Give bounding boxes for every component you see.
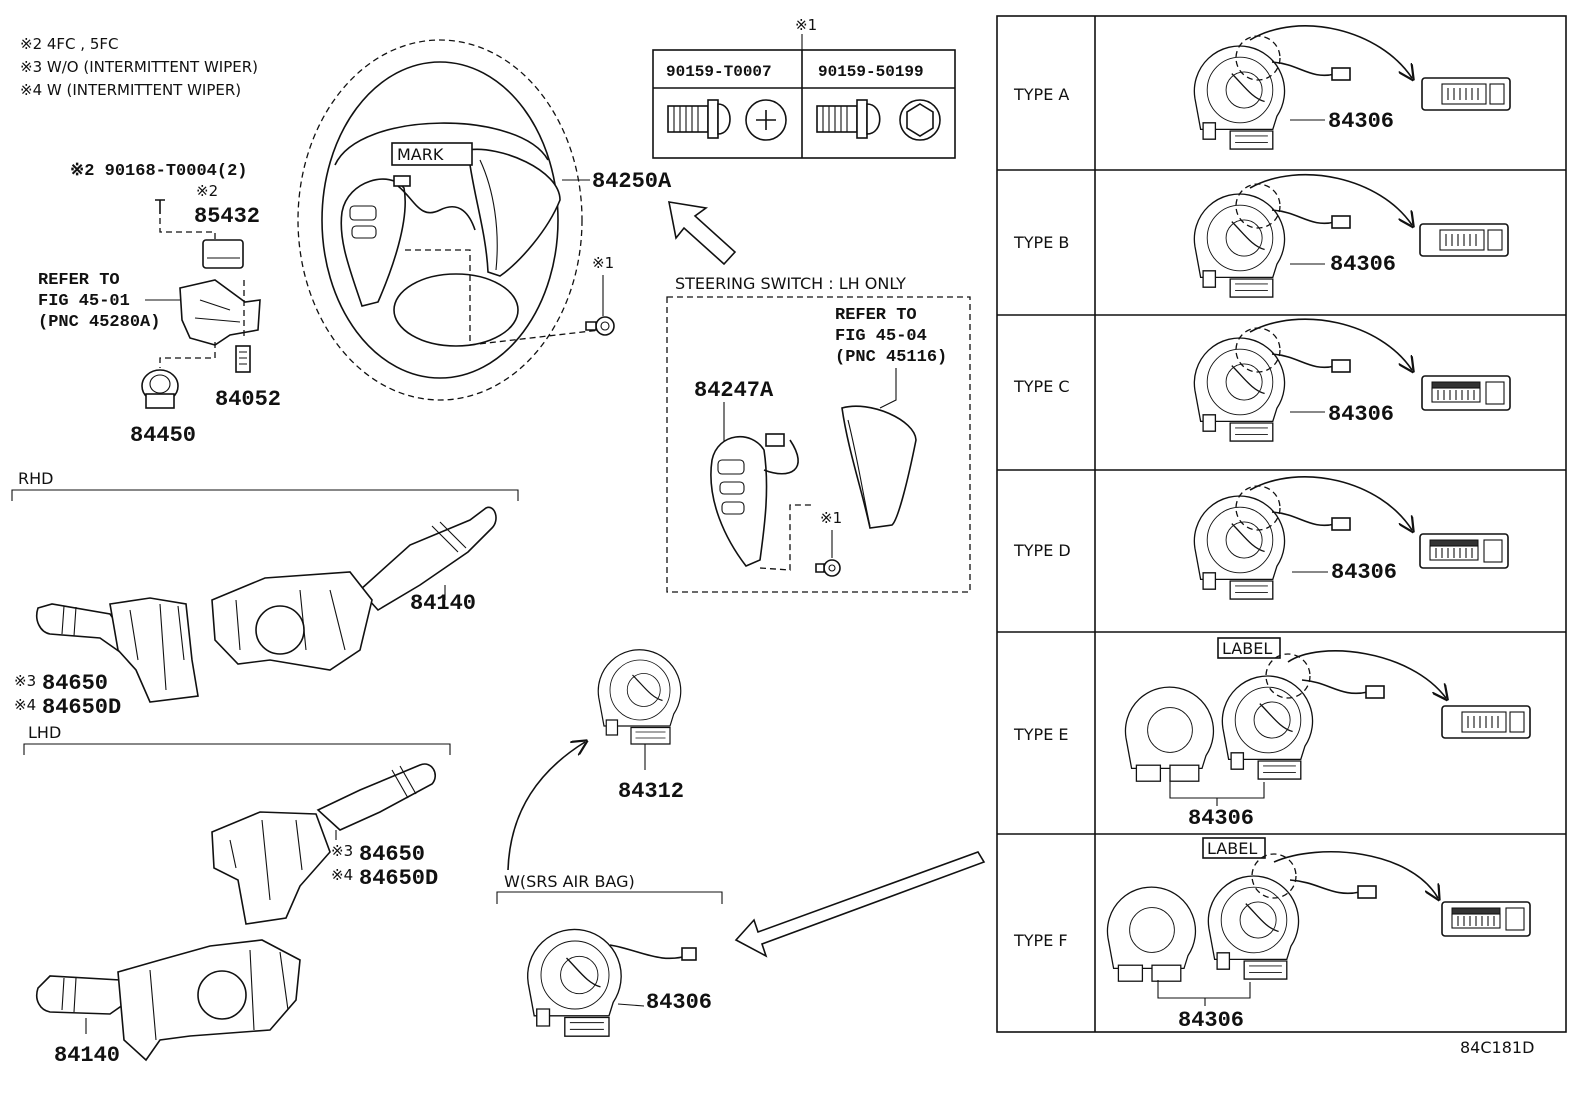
wiper-switch-rhd [109, 597, 199, 703]
screw-marker-1: ※1 [592, 254, 614, 272]
screw-icon [155, 199, 165, 214]
mark-label: MARK [397, 145, 444, 164]
bolt-table-marker: ※1 [795, 16, 817, 34]
refer-fig-45-01-line1: REFER TO [38, 271, 120, 290]
figure-code: 84C181D [1460, 1038, 1534, 1057]
part-84140-lhd-label: 84140 [54, 1043, 120, 1068]
type-e-label: TYPE E [1013, 725, 1069, 744]
type-a-label: TYPE A [1013, 85, 1069, 104]
curved-arrow-icon [507, 742, 585, 871]
mark-3-lhd: ※3 [331, 842, 353, 860]
clockspring-front-f [1106, 886, 1197, 982]
mark-4-rhd: ※4 [14, 696, 36, 714]
refer-fig-45-04-line2: FIG 45-04 [835, 327, 927, 346]
switch-84052-icon [235, 345, 251, 373]
refer-fig-45-01-line3: (PNC 45280A) [38, 313, 160, 332]
type-a-row: TYPE A 84306 [1013, 25, 1511, 150]
left-steering-switch [340, 178, 406, 307]
mark-2-label: ※2 [196, 182, 218, 200]
bolt-90159-t0007-label: 90159-T0007 [666, 63, 772, 81]
refer-fig-45-01-line2: FIG 45-01 [38, 292, 130, 311]
combination-switch-lhd [117, 939, 301, 1062]
clockspring-front-e [1124, 686, 1215, 782]
type-c-label: TYPE C [1013, 377, 1070, 396]
type-b-part-label: 84306 [1330, 252, 1396, 277]
mark-4-lhd: ※4 [331, 866, 353, 884]
part-85432-label: 85432 [194, 204, 260, 229]
note-4fc-5fc: ※2 4FC , 5FC [20, 35, 118, 53]
part-84250a-label: 84250A [592, 169, 672, 194]
refer-fig-45-04-line3: (PNC 45116) [835, 348, 947, 367]
switch-cover-45116 [841, 405, 917, 529]
bolt-50199-icon [816, 99, 941, 141]
bolt-table: ※1 90159-T0007 90159-50199 [652, 16, 956, 159]
bolt-90159-50199-label: 90159-50199 [818, 63, 924, 81]
steering-lock-housing [179, 279, 261, 346]
part-84650d-rhd-label: 84650D [42, 695, 121, 720]
type-c-part-label: 84306 [1328, 402, 1394, 427]
part-84650-lhd-label: 84650 [359, 842, 425, 867]
ignition-switch-84450 [141, 369, 179, 409]
part-84247a-label: 84247A [694, 378, 774, 403]
type-f-label-tag: LABEL [1207, 839, 1257, 858]
spiral-cable-group: 84312 W(SRS AIR BAG) 84306 [496, 649, 986, 1037]
steering-switch-title: STEERING SWITCH : LH ONLY [675, 274, 906, 293]
lhd-label: LHD [28, 723, 61, 742]
refer-fig-45-04-line1: REFER TO [835, 306, 917, 325]
type-d-label: TYPE D [1013, 541, 1071, 560]
type-e-row: TYPE E LABEL 84306 [1013, 637, 1531, 831]
type-table: TYPE A 84306 TYPE B 84306 TYPE C [996, 15, 1567, 1033]
part-84650d-lhd-label: 84650D [359, 866, 438, 891]
pointer-arrow-icon [667, 201, 737, 266]
type-e-label-tag: LABEL [1222, 639, 1272, 658]
type-f-row: TYPE F LABEL 84306 [1013, 837, 1531, 1033]
mark-3-rhd: ※3 [14, 672, 36, 690]
screw-icon [585, 316, 615, 336]
type-b-row: TYPE B 84306 [1013, 173, 1509, 298]
note-without-intermittent-wiper: ※3 W/O (INTERMITTENT WIPER) [20, 58, 258, 76]
rhd-label: RHD [18, 469, 53, 488]
type-f-label: TYPE F [1013, 931, 1068, 950]
type-b-label: TYPE B [1013, 233, 1069, 252]
type-f-part-label: 84306 [1178, 1008, 1244, 1033]
ignition-lock-group: ※2 90168-T0004(2) ※2 85432 REFER TO FIG … [38, 162, 281, 448]
type-d-row: TYPE D 84306 [1013, 476, 1509, 600]
screw-icon [815, 559, 841, 577]
bolt-t0007-icon [667, 99, 787, 141]
part-84052-label: 84052 [215, 387, 281, 412]
lhd-section: LHD ※3 84650 ※4 84650D 84140 [23, 723, 451, 1068]
type-e-part-label: 84306 [1188, 806, 1254, 831]
long-arrow-icon [734, 851, 986, 958]
type-d-part-label: 84306 [1331, 560, 1397, 585]
part-84450-label: 84450 [130, 423, 196, 448]
steering-switch-lh-only-box: STEERING SWITCH : LH ONLY REFER TO FIG 4… [666, 274, 971, 593]
right-steering-cover [467, 148, 561, 277]
type-c-row: TYPE C 84306 [1013, 318, 1511, 442]
spiral-cable-84306-srs [526, 928, 622, 1037]
part-84312-label: 84312 [618, 779, 684, 804]
lever-84140-rhd [358, 506, 497, 612]
wiper-switch-lhd [211, 811, 331, 925]
part-84140-rhd-label: 84140 [410, 591, 476, 616]
screw-90168-label: ※2 90168-T0004(2) [70, 162, 247, 181]
lever-84140-lhd [35, 975, 132, 1015]
lever-84650-lhd [316, 763, 436, 831]
part-84650-rhd-label: 84650 [42, 671, 108, 696]
steering-wheel-assembly: MARK 84250A ※1 [297, 39, 737, 401]
type-a-part-label: 84306 [1328, 109, 1394, 134]
key-reminder-switch [202, 239, 244, 269]
spiral-cable-84312 [597, 649, 682, 745]
note-with-intermittent-wiper: ※4 W (INTERMITTENT WIPER) [20, 81, 241, 99]
part-84306-srs-label: 84306 [646, 990, 712, 1015]
steering-switch-84247a [710, 436, 768, 567]
combination-switch-rhd [211, 571, 373, 671]
srs-airbag-label: W(SRS AIR BAG) [504, 872, 635, 891]
screw-marker-1-box: ※1 [820, 509, 842, 527]
rhd-section: RHD 84140 ※3 84650 ※4 84650D [11, 469, 519, 720]
